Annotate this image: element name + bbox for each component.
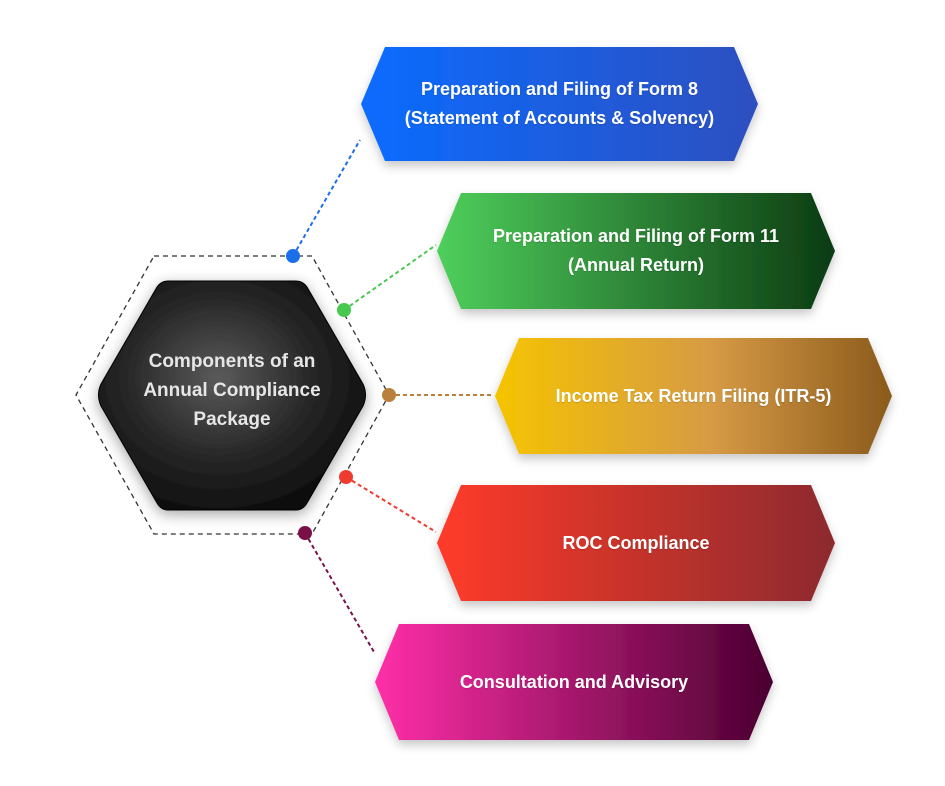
item-hexagon-3 [437, 485, 835, 601]
connector-dot-4 [298, 526, 312, 540]
connector-line-3 [345, 476, 437, 533]
item-hexagon-4 [375, 624, 773, 740]
item-hexagon-0 [361, 47, 758, 161]
connector-line-1 [343, 244, 437, 311]
connector-line-0 [292, 139, 361, 257]
connector-dot-1 [337, 303, 351, 317]
item-hexagon-2 [495, 338, 892, 454]
connector-dot-3 [339, 470, 353, 484]
connector-line-4 [304, 532, 375, 653]
outer-dashed-hexagon [75, 255, 390, 535]
center-hexagon [98, 280, 366, 511]
connector-dot-2 [382, 388, 396, 402]
connector-dot-0 [286, 249, 300, 263]
item-hexagon-1 [437, 193, 835, 309]
